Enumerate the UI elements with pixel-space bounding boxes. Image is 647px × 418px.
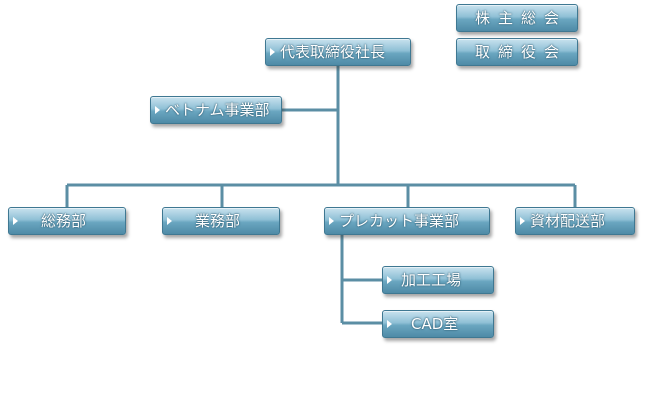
board-of-directors-label: 取締役会 [474, 43, 567, 61]
ceo-label: 代表取締役社長 [280, 43, 386, 61]
processing-factory-box: 加工工場 [382, 266, 494, 294]
bullet-arrow-icon [155, 106, 160, 114]
bullet-arrow-icon [13, 217, 18, 225]
bullet-arrow-icon [167, 217, 172, 225]
general-affairs-label: 総務部 [41, 212, 87, 230]
materials-delivery-box: 資材配送部 [515, 207, 635, 235]
precut-division-label: プレカット事業部 [339, 212, 460, 230]
precut-division-box: プレカット事業部 [324, 207, 490, 235]
cad-room-box: CAD室 [382, 310, 494, 338]
materials-delivery-label: 資材配送部 [530, 212, 606, 230]
vietnam-division-box: ベトナム事業部 [150, 96, 282, 124]
board-of-directors-box: 取締役会 [456, 38, 578, 66]
business-dept-box: 業務部 [162, 207, 280, 235]
cad-room-label: CAD室 [411, 315, 459, 333]
ceo-box: 代表取締役社長 [265, 38, 411, 66]
bullet-arrow-icon [270, 48, 275, 56]
bullet-arrow-icon [387, 276, 392, 284]
bullet-arrow-icon [329, 217, 334, 225]
bullet-arrow-icon [387, 320, 392, 328]
processing-factory-label: 加工工場 [401, 271, 462, 289]
vietnam-division-label: ベトナム事業部 [165, 101, 270, 119]
shareholders-meeting-label: 株主総会 [474, 9, 567, 27]
business-dept-label: 業務部 [195, 212, 241, 230]
bullet-arrow-icon [520, 217, 525, 225]
shareholders-meeting-box: 株主総会 [456, 4, 578, 32]
general-affairs-box: 総務部 [8, 207, 126, 235]
